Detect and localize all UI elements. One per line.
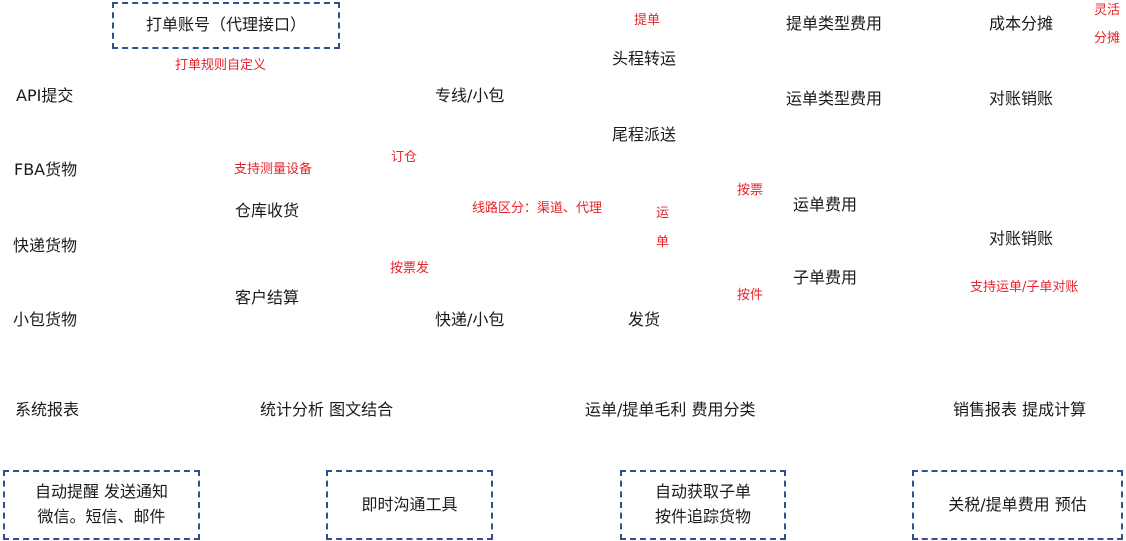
- cost-allocation-node: 成本分摊: [989, 14, 1054, 33]
- tidan-note: 提单: [634, 13, 661, 28]
- fba-goods-node: FBA货物: [14, 160, 78, 179]
- parcel-goods-node: 小包货物: [13, 310, 78, 329]
- reconcile-node-2: 对账销账: [989, 229, 1054, 248]
- flexible-note-1: 灵活: [1094, 3, 1121, 18]
- subbill-fee-node: 子单费用: [793, 268, 858, 287]
- auto-subbill-line-1: 自动获取子单: [654, 482, 751, 502]
- auto-remind-line-1: 自动提醒 发送通知: [34, 482, 169, 502]
- reconcile-node-1: 对账销账: [989, 89, 1054, 108]
- flexible-note-2: 分摊: [1094, 31, 1121, 46]
- first-leg-node: 头程转运: [612, 49, 677, 68]
- support-reconcile-note: 支持运单/子单对账: [970, 280, 1079, 295]
- auto-subbill-box: 自动获取子单 按件追踪货物: [620, 470, 786, 540]
- measure-note: 支持测量设备: [234, 162, 313, 177]
- express-parcel-node: 快递/小包: [435, 310, 505, 329]
- tax-estimate-label: 关税/提单费用 预估: [948, 494, 1087, 514]
- last-mile-node: 尾程派送: [612, 125, 677, 144]
- route-split-note: 线路区分：渠道、代理: [472, 201, 603, 216]
- system-report: 系统报表: [15, 400, 80, 419]
- by-piece-note: 按件: [737, 288, 764, 303]
- dan-note: 单: [656, 235, 670, 250]
- waybill-fee-type-node: 运单类型费用: [786, 89, 883, 108]
- sales-report: 销售报表 提成计算: [953, 400, 1087, 419]
- profit-report: 运单/提单毛利 费用分类: [585, 400, 756, 419]
- bill-fee-type-node: 提单类型费用: [786, 14, 883, 33]
- by-ticket-note: 按票: [737, 183, 764, 198]
- ship-node: 发货: [628, 310, 661, 329]
- express-goods-node: 快递货物: [13, 236, 78, 255]
- print-account-box: 打单账号（代理接口）: [112, 2, 340, 49]
- yun-note: 运: [656, 206, 670, 221]
- dingcang-note: 订仓: [391, 150, 418, 165]
- instant-messaging-box: 即时沟通工具: [326, 470, 493, 540]
- by-ticket-ship-note: 按票发: [390, 261, 430, 276]
- tax-estimate-box: 关税/提单费用 预估: [912, 470, 1123, 540]
- auto-subbill-line-2: 按件追踪货物: [654, 507, 751, 526]
- print-account-label: 打单账号（代理接口）: [145, 15, 306, 35]
- waybill-fee-node: 运单费用: [793, 195, 858, 214]
- print-rules-note: 打单规则自定义: [175, 58, 267, 73]
- api-submit-node: API提交: [16, 86, 74, 105]
- stats-report: 统计分析 图文结合: [260, 400, 394, 419]
- dedicated-line-node: 专线/小包: [435, 86, 505, 105]
- customer-settle-node: 客户结算: [235, 288, 300, 307]
- instant-messaging-label: 即时沟通工具: [361, 494, 458, 514]
- auto-remind-line-2: 微信。短信、邮件: [37, 507, 166, 526]
- auto-remind-box: 自动提醒 发送通知 微信。短信、邮件: [3, 470, 200, 540]
- warehouse-receive-node: 仓库收货: [235, 201, 300, 220]
